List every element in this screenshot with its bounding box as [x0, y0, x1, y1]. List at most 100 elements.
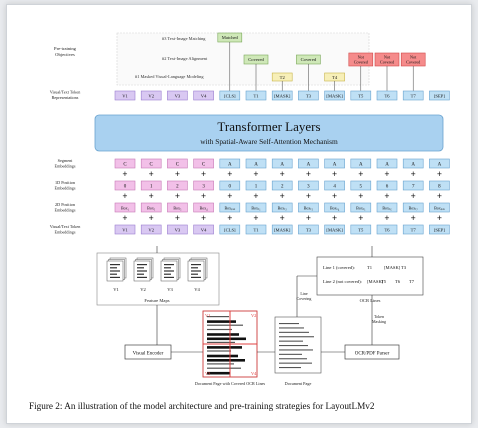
plus-sign: +: [437, 169, 442, 179]
segment-embedding-cell: [402, 158, 424, 169]
pos1d-embedding-cell: [245, 180, 267, 191]
ocr-lines-box: [316, 256, 424, 296]
pos1d-embedding-text: 5: [360, 184, 363, 189]
segment-embedding-cell: [376, 158, 398, 169]
segment-embedding-cell: [350, 158, 372, 169]
feature-map-texture: [164, 267, 171, 269]
pos2d-embedding-cell: [324, 202, 345, 213]
visual-encoder-label: Visual Encoder: [133, 352, 164, 357]
matched-text: Matched: [222, 35, 239, 40]
plus-sign: +: [175, 191, 180, 201]
doc-text-line: [279, 331, 309, 333]
token-representation-text: [CLS]: [224, 93, 236, 98]
segment-embedding-cell: [298, 158, 319, 169]
ocr-line: [207, 367, 241, 369]
pos1d-embedding-text: 2: [176, 184, 179, 189]
pos2d-embedding-text: Boxₜ₅: [356, 205, 366, 210]
token-embedding-cell: [114, 224, 136, 235]
pos2d-embedding-text: Boxₜ₃: [304, 205, 314, 210]
token-embedding-cell: [193, 224, 214, 235]
segment-embedding-text: A: [228, 162, 232, 167]
patch-label: V3: [205, 371, 211, 376]
pos2d-embedding-cell: [376, 202, 398, 213]
token-representation-text: V3: [175, 93, 181, 98]
segment-embedding-text: A: [280, 162, 284, 167]
plus-sign: +: [306, 191, 311, 201]
feature-map-texture: [137, 276, 147, 278]
pos2d-embedding-text: Boxₜ₁: [251, 205, 261, 210]
token-representation-cell: [376, 90, 398, 101]
pos2d-embedding-cell: [167, 202, 188, 213]
plus-sign: +: [437, 191, 442, 201]
token-embedding-text: T5: [358, 227, 364, 232]
plus-sign: +: [358, 169, 363, 179]
segment-embedding-cell: [167, 158, 188, 169]
covered-ocr-line: [207, 371, 230, 375]
feature-map-texture: [110, 270, 120, 272]
mvlm-prediction-text: T2: [280, 75, 286, 80]
token-representation-cell: [114, 90, 136, 101]
ocr-line2-label: Line 2 (not covered):: [323, 279, 362, 284]
feature-map-label: V4: [194, 287, 200, 292]
segment-embedding-cell: [429, 158, 450, 169]
covered-ocr-line: [207, 333, 239, 336]
segment-embedding-text: A: [359, 162, 363, 167]
pos1d-embedding-cell: [376, 180, 398, 191]
doc-text-line: [279, 353, 302, 355]
feature-map-texture: [191, 273, 198, 275]
token-representation-cell: [193, 90, 214, 101]
plus-sign: +: [306, 213, 311, 223]
segment-embedding-text: A: [307, 162, 311, 167]
token-representation-text: V4: [201, 93, 207, 98]
pos1d-embedding-text: 6: [386, 184, 389, 189]
plus-sign: +: [122, 191, 127, 201]
token-embedding-cell: [219, 224, 241, 235]
ocr-line2-token: [MASK]: [367, 279, 384, 284]
pos2d-embedding-cell: [350, 202, 372, 213]
plus-sign: +: [411, 213, 416, 223]
plus-sign: +: [253, 191, 258, 201]
token-representation-cell: [402, 90, 424, 101]
plus-sign: +: [175, 169, 180, 179]
pos2d-embedding-cell: [429, 202, 450, 213]
pos1d-embedding-cell: [219, 180, 241, 191]
token-representation-cell: [219, 90, 241, 101]
feature-maps-label: Feature Maps: [144, 298, 169, 303]
segment-embedding-cell: [245, 158, 267, 169]
pos2d-embedding-cell: [140, 202, 162, 213]
token-embedding-text: T7: [411, 227, 417, 232]
pos2d-embedding-cell: [193, 202, 214, 213]
token-representation-cell: [140, 90, 162, 101]
pos1d-embedding-text: 7: [412, 184, 415, 189]
pos1d-embedding-cell: [140, 180, 162, 191]
doc-text-line: [279, 323, 299, 325]
feature-map-texture: [164, 273, 171, 275]
plus-sign: +: [384, 169, 389, 179]
token-representation-text: T7: [411, 93, 417, 98]
ocr-line1-token: T3: [401, 265, 407, 270]
plus-sign: +: [411, 169, 416, 179]
pos2d-embedding-cell: [114, 202, 136, 213]
covered-ocr-line: [207, 354, 238, 358]
pos2d-embedding-cell: [298, 202, 319, 213]
segment-embedding-cell: [324, 158, 345, 169]
segment-embedding-cell: [219, 158, 241, 169]
token-embedding-cell: [350, 224, 372, 235]
pos2d-embedding-text: Box₁: [121, 205, 130, 210]
feature-map-label: V2: [140, 287, 146, 292]
doc-text-line: [279, 362, 312, 364]
plus-sign: +: [332, 169, 337, 179]
plus-sign: +: [201, 169, 206, 179]
pos1d-embedding-cell: [193, 180, 214, 191]
feature-map-texture: [110, 276, 120, 278]
ocr-line1-label: Line 1 (covered):: [323, 265, 355, 270]
patch-label: V2: [251, 313, 256, 318]
token-representation-text: T5: [358, 93, 364, 98]
segment-embedding-cell: [193, 158, 214, 169]
token-representation-cell: [298, 90, 319, 101]
segment-embedding-text: A: [385, 162, 389, 167]
